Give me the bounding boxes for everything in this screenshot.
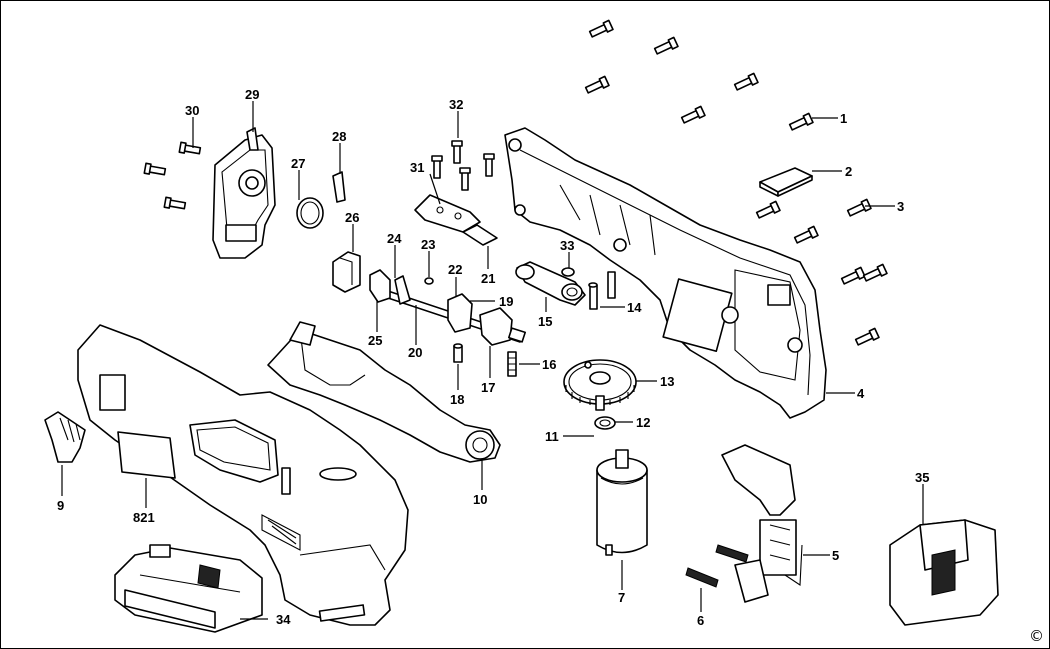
screws-group: [143, 19, 888, 346]
label-27: 27: [291, 156, 305, 171]
plate-part-21: [462, 224, 498, 246]
pin-part-28: [332, 171, 346, 203]
label-25: 25: [368, 333, 382, 348]
label-15: 15: [538, 314, 552, 329]
switch-lever-part-9: [44, 411, 86, 463]
label-33: 33: [560, 238, 574, 253]
motor-part-7: [596, 449, 648, 556]
label-5: 5: [832, 548, 839, 563]
label-3: 3: [897, 199, 904, 214]
retaining-ring-part-27: [296, 197, 324, 229]
label-26: 26: [345, 210, 359, 225]
mount-plate-part-29: [212, 127, 276, 259]
label-17: 17: [481, 380, 495, 395]
label-7: 7: [618, 590, 625, 605]
gear-part-13: [563, 359, 637, 411]
leader-lines: [61, 101, 924, 620]
label-24: 24: [387, 231, 402, 246]
label-2: 2: [845, 164, 852, 179]
label-32: 32: [449, 97, 463, 112]
label-22: 22: [448, 262, 462, 277]
part-labels: 1 2 3 4 5 6 7 9 10 11 12 13 14 15 16 17 …: [57, 87, 929, 628]
bracket-part-26: [332, 251, 361, 293]
switch-part-5: [721, 444, 803, 603]
switch-cover-part-2: [759, 167, 813, 197]
label-13: 13: [660, 374, 674, 389]
label-30: 30: [185, 103, 199, 118]
label-14: 14: [627, 300, 642, 315]
label-31: 31: [410, 160, 424, 175]
label-4: 4: [857, 386, 865, 401]
pin-part-14: [588, 271, 616, 310]
label-6: 6: [697, 613, 704, 628]
pin-part-6: [685, 544, 749, 588]
pin-part-18: [453, 343, 463, 363]
label-10: 10: [473, 492, 487, 507]
label-35: 35: [915, 470, 929, 485]
label-16: 16: [542, 357, 556, 372]
housing-half-part-4: [504, 127, 827, 419]
gearbox-part-10: [267, 321, 501, 463]
label-821: 821: [133, 510, 155, 525]
label-plate-part-821: [117, 431, 176, 479]
label-23: 23: [421, 237, 435, 252]
label-11: 11: [545, 429, 559, 444]
label-19: 19: [499, 294, 513, 309]
label-20: 20: [408, 345, 422, 360]
label-18: 18: [450, 392, 464, 407]
spring-part-16: [507, 351, 517, 377]
plunger-assembly-part-20: [369, 269, 527, 346]
label-1: 1: [840, 111, 847, 126]
label-9: 9: [57, 498, 64, 513]
tool-body: [77, 324, 409, 626]
pin-part-23: [424, 277, 434, 285]
label-12: 12: [636, 415, 650, 430]
label-29: 29: [245, 87, 259, 102]
crank-part-15: [515, 261, 586, 306]
plate-part-31: [414, 194, 481, 233]
label-21: 21: [481, 271, 495, 286]
label-34: 34: [276, 612, 291, 627]
copyright-mark: ©: [1029, 627, 1044, 645]
label-28: 28: [332, 129, 346, 144]
charger-part-35: [889, 519, 999, 626]
battery-pack-part-34: [114, 544, 263, 633]
washer-part-33: [561, 267, 575, 277]
washer-part-12: [594, 416, 616, 430]
